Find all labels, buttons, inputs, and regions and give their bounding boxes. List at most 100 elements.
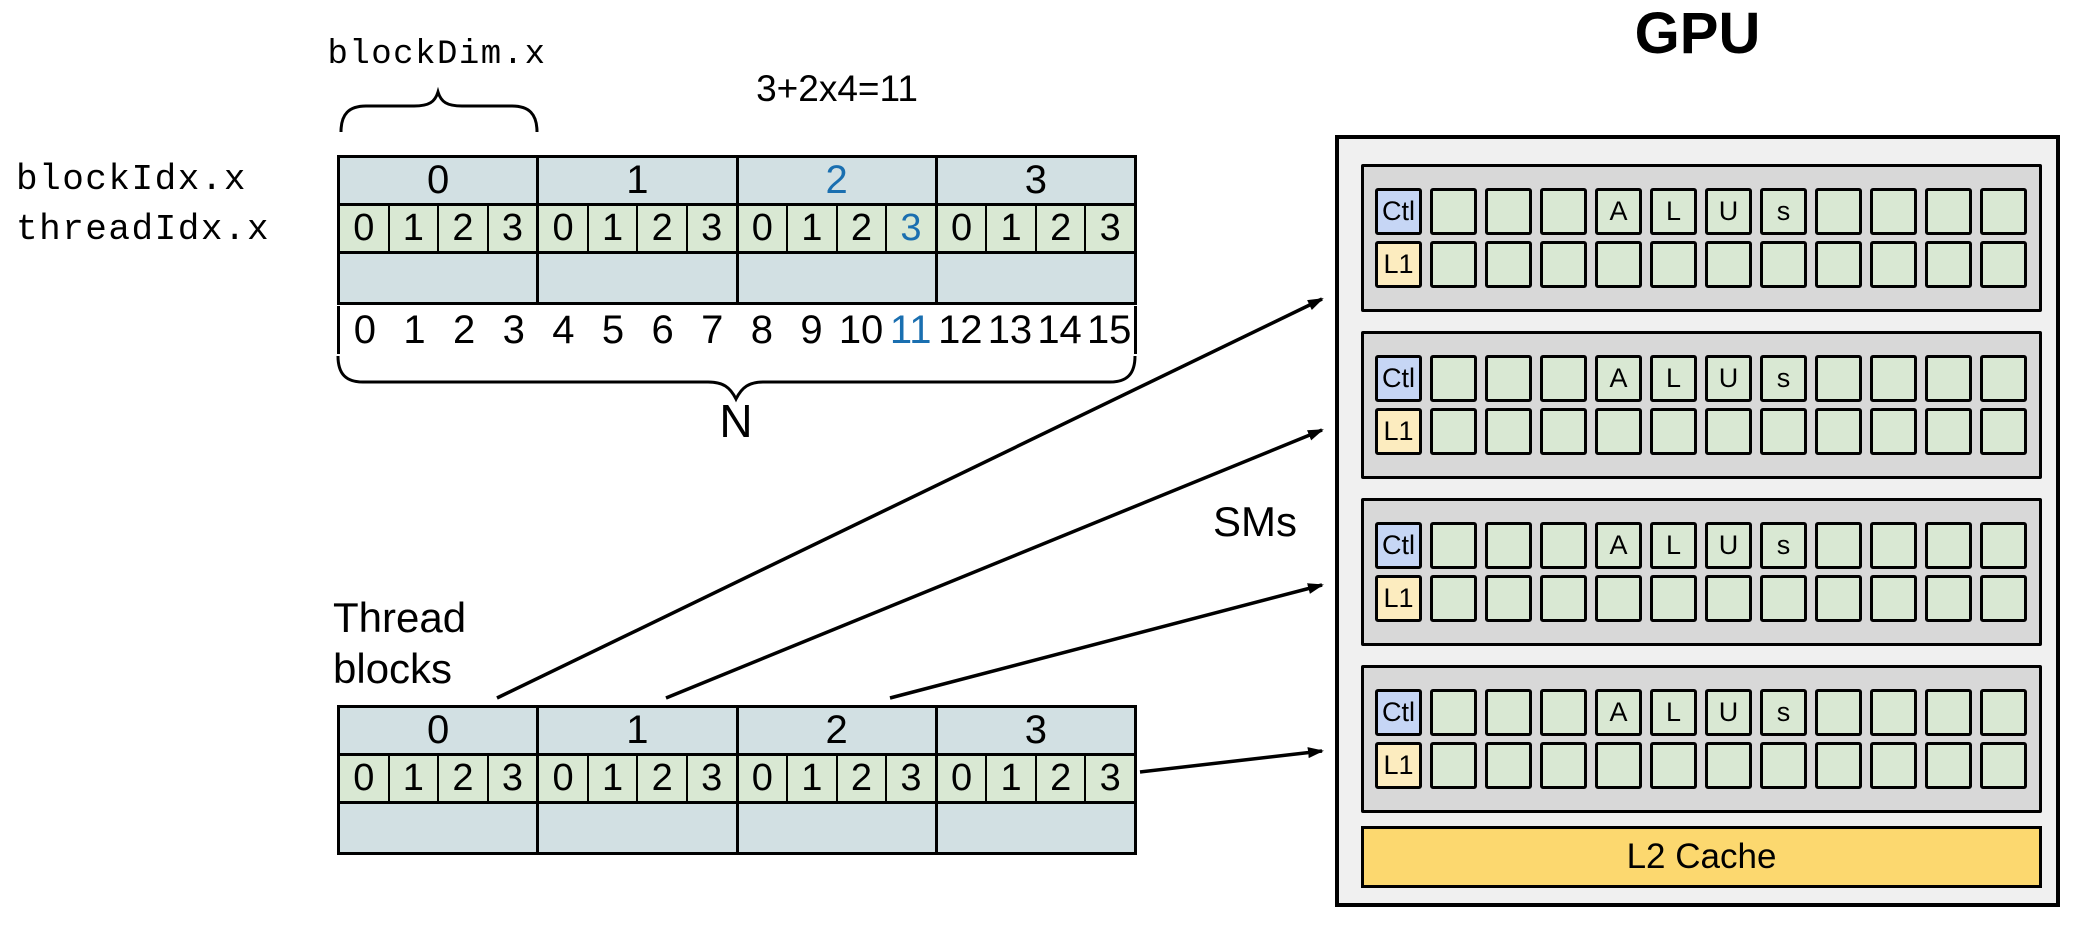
sm-3-row2-cell-6 [1760, 742, 1807, 789]
sm-0-row2-cell-8 [1870, 241, 1917, 288]
top-table-thread-b1-t2: 2 [636, 206, 686, 251]
top-table-thread-b0-t2: 2 [437, 206, 487, 251]
sm-3-row2-cell-7 [1815, 742, 1862, 789]
bottom-table-block-header-2: 2 [735, 708, 935, 753]
sm-0-row2-cell-1 [1485, 241, 1532, 288]
arrow-block3-to-sm4 [1139, 747, 1324, 774]
sm-3-alu-cell-2 [1540, 689, 1587, 736]
sm-0-row2-cell-9 [1925, 241, 1972, 288]
sm-3-alu-cell-0 [1430, 689, 1477, 736]
top-table-empty-row [340, 251, 1134, 302]
sm-2-row2-cell-4 [1650, 575, 1697, 622]
bottom-table-thread-b3-t2: 2 [1034, 756, 1085, 801]
top-table-thread-b1-t3: 3 [685, 206, 736, 251]
sm-3-alu-cell-3: A [1595, 689, 1642, 736]
arrow-block0-to-sm1 [496, 297, 1324, 700]
global-index-7: 7 [701, 307, 724, 352]
sm-0-row2-cell-10 [1980, 241, 2027, 288]
sm-3-row2-cell-8 [1870, 742, 1917, 789]
bottom-table-thread-b0-t2: 2 [437, 756, 487, 801]
bottom-table-empty-row [340, 801, 1134, 852]
sm-3-alu-cell-9 [1925, 689, 1972, 736]
sm-1-alu-cell-6: s [1760, 355, 1807, 402]
sm-1-row2-cell-1 [1485, 408, 1532, 455]
sm-3-row2-cell-4 [1650, 742, 1697, 789]
sm-1-alu-cell-9 [1925, 355, 1972, 402]
sm-0-row2-cell-7 [1815, 241, 1862, 288]
sm-3-alu-cell-4: L [1650, 689, 1697, 736]
sm-0-alu-cell-10 [1980, 188, 2027, 235]
global-index-5: 5 [601, 307, 625, 352]
sm-3-alu-cell-7 [1815, 689, 1862, 736]
sm-0-alu-cell-0 [1430, 188, 1477, 235]
sm-0-alu-cell-9 [1925, 188, 1972, 235]
sm-1-row2-cell-2 [1540, 408, 1587, 455]
top-table-thread-b2-t1: 1 [786, 206, 836, 251]
global-index-2: 2 [452, 307, 476, 352]
sm-2-row2-cell-9 [1925, 575, 1972, 622]
sm-1-row2-cell-5 [1705, 408, 1752, 455]
sm-1-row2-cell-10 [1980, 408, 2027, 455]
sm-0-row2-cell-4 [1650, 241, 1697, 288]
bottom-table-thread-b2-t3: 3 [885, 756, 935, 801]
sm-1-row2-cell-8 [1870, 408, 1917, 455]
top-table-block-header-1: 1 [536, 158, 736, 203]
sm-2-row2-cell-0 [1430, 575, 1477, 622]
bottom-table-thread-b1-t1: 1 [586, 756, 637, 801]
sm-3-alu-cell-8 [1870, 689, 1917, 736]
n-label: N [719, 395, 753, 447]
bottom-table-thread-b3-t0: 0 [934, 756, 986, 801]
sm-0-alu-cell-6: s [1760, 188, 1807, 235]
sm-2-l1-cell: L1 [1375, 575, 1422, 622]
sm-2-row2-cell-1 [1485, 575, 1532, 622]
sm-0-alu-cell-7 [1815, 188, 1862, 235]
bottom-table-thread-b1-t0: 0 [536, 756, 587, 801]
blockidx-label: blockIdx.x [16, 159, 248, 200]
sm-1-alu-cell-1 [1485, 355, 1532, 402]
sm-1-alu-cell-7 [1815, 355, 1862, 402]
sm-1-ctl-cell: Ctl [1375, 355, 1422, 402]
bottom-table-empty-cell-3 [934, 804, 1134, 852]
sm-0-alu-cell-8 [1870, 188, 1917, 235]
sm-2-alu-cell-9 [1925, 522, 1972, 569]
sm-2-alu-cell-0 [1430, 522, 1477, 569]
top-table-empty-cell-3 [934, 254, 1134, 302]
sm-3-row2-cell-2 [1540, 742, 1587, 789]
sm-2-row2-cell-2 [1540, 575, 1587, 622]
sm-0-alu-cell-2 [1540, 188, 1587, 235]
arrow-block1-to-sm2 [665, 428, 1324, 700]
sm-2-row2-cell-6 [1760, 575, 1807, 622]
sm-2-row2-cell-8 [1870, 575, 1917, 622]
bottom-table-empty-cell-2 [735, 804, 935, 852]
sm-3-row2-cell-0 [1430, 742, 1477, 789]
sm-1-alu-cell-4: L [1650, 355, 1697, 402]
bottom-table-thread-b1-t2: 2 [636, 756, 686, 801]
bottom-table-thread-b0-t0: 0 [340, 756, 388, 801]
sm-1-alu-cell-5: U [1705, 355, 1752, 402]
bottom-table-thread-b2-t0: 0 [735, 756, 787, 801]
sm-0-row2-cell-0 [1430, 241, 1477, 288]
global-index-6: 6 [651, 307, 674, 352]
sm-2-row2-cell-3 [1595, 575, 1642, 622]
global-index-3: 3 [502, 307, 525, 352]
sm-0-l1-cell: L1 [1375, 241, 1422, 288]
sm-3-alu-cell-5: U [1705, 689, 1752, 736]
sm-0-alu-cell-5: U [1705, 188, 1752, 235]
top-table-empty-cell-2 [735, 254, 935, 302]
sm-3-alu-cell-6: s [1760, 689, 1807, 736]
top-table-thread-b0-t0: 0 [340, 206, 388, 251]
top-table-thread-b2-t2: 2 [835, 206, 886, 251]
top-table-block-header-2: 2 [735, 158, 935, 203]
top-table-thread-b0-t3: 3 [486, 206, 537, 251]
global-index-4: 4 [552, 307, 575, 352]
bottom-table-thread-b0-t3: 3 [486, 756, 537, 801]
global-index-15: 15 [1086, 307, 1132, 352]
sm-3-alu-cell-10 [1980, 689, 2027, 736]
